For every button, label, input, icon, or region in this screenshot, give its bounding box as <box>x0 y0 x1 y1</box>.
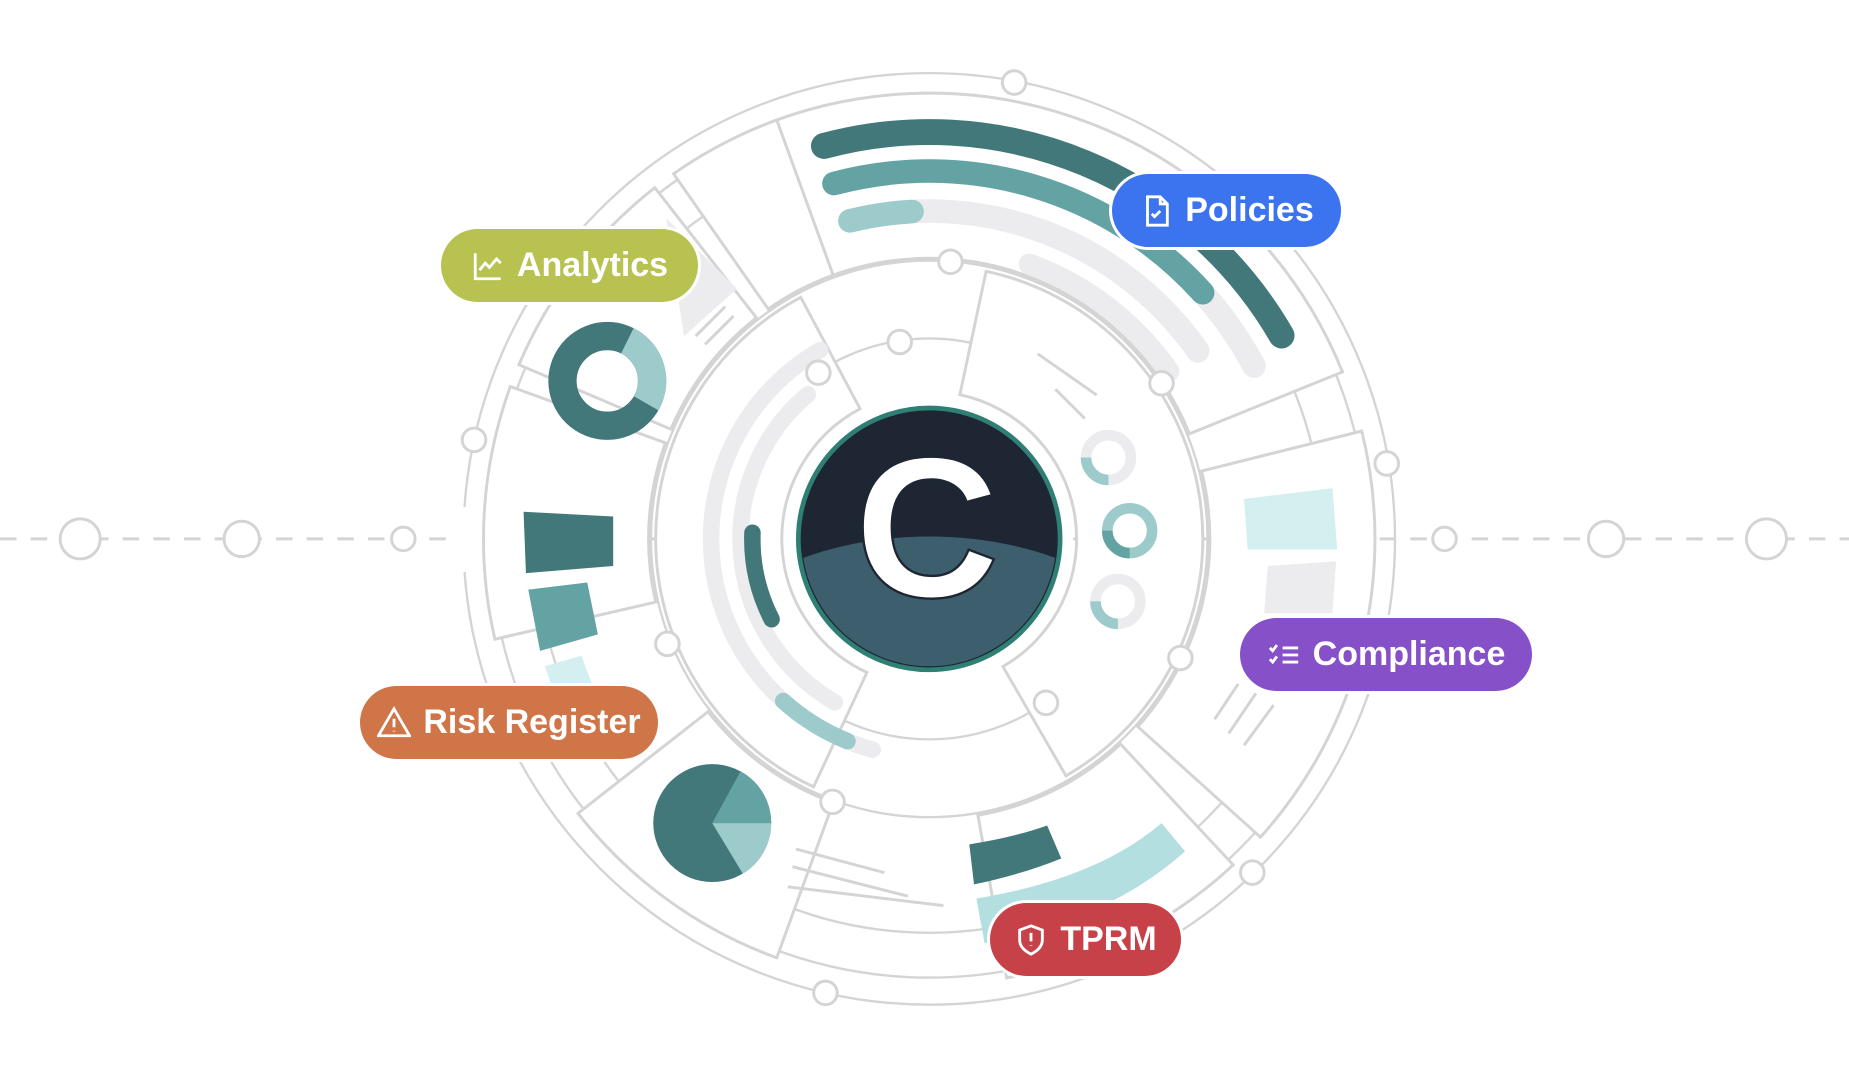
decorative-line <box>1036 352 1098 397</box>
ring <box>649 259 1209 819</box>
logo-letter: C <box>854 417 999 640</box>
mini-donut-segment <box>1090 600 1119 630</box>
decorative-line <box>1213 683 1240 721</box>
decorative-line <box>792 865 909 898</box>
compliance-bar <box>1264 561 1337 614</box>
policy-progress-arc <box>822 159 1215 305</box>
document-check-icon <box>1146 194 1169 227</box>
axis-gap <box>459 507 484 572</box>
connection-node <box>222 519 261 559</box>
connection-node <box>1032 689 1060 717</box>
analytics-donut-segment <box>620 328 667 411</box>
connection-node <box>1431 525 1458 553</box>
decorative-line <box>1054 388 1086 420</box>
module-panel <box>671 118 836 312</box>
decorative-line <box>1242 704 1275 747</box>
mini-donut-segment <box>1080 457 1109 486</box>
connection-node <box>460 426 488 454</box>
connection-node <box>886 328 914 356</box>
policy-progress-arc <box>838 199 924 233</box>
tprm-label[interactable]: TPRM <box>990 903 1181 976</box>
connection-node <box>390 525 417 553</box>
connection-node <box>1148 369 1175 397</box>
connection-node <box>1167 644 1194 672</box>
decorative-line <box>704 314 735 346</box>
connection-node <box>1586 519 1626 559</box>
center-logo: C <box>795 405 1063 673</box>
analytics-text: Analytics <box>516 246 669 284</box>
risk-register-label[interactable]: Risk Register <box>360 686 658 759</box>
inner-panel <box>654 295 869 789</box>
policy-progress-arc <box>1018 253 1180 382</box>
decorative-line <box>1227 692 1258 735</box>
compliance-text: Compliance <box>1312 635 1506 673</box>
connection-node <box>812 979 839 1007</box>
connection-node <box>1000 69 1028 96</box>
connection-node <box>1744 517 1788 561</box>
decorative-line <box>795 847 885 875</box>
inner-arc-track <box>732 386 844 711</box>
pie-slice <box>712 771 772 824</box>
shield-alert-icon <box>1018 923 1045 956</box>
risk-bar <box>528 582 598 651</box>
module-panel <box>482 384 668 641</box>
connection-node <box>654 630 681 658</box>
connection-node <box>937 248 964 276</box>
connection-node <box>819 788 846 816</box>
line-chart-icon <box>473 252 502 280</box>
analytics-label[interactable]: Analytics <box>441 229 698 302</box>
mini-donut-segment <box>1101 530 1131 559</box>
inner-panel <box>958 269 1205 778</box>
tprm-bar <box>969 825 1062 885</box>
risk-bar <box>544 655 592 687</box>
decorative-line <box>694 305 727 338</box>
pie-slice <box>712 823 772 874</box>
panel-graphics <box>523 119 1338 944</box>
connection-nodes <box>58 69 1788 1007</box>
risk-register-text: Risk Register <box>423 703 641 741</box>
compliance-bar <box>1244 488 1338 550</box>
compliance-label[interactable]: Compliance <box>1240 618 1532 691</box>
decorative-line <box>787 885 944 908</box>
policies-label[interactable]: Policies <box>1112 174 1341 247</box>
tprm-text: TPRM <box>1060 920 1157 958</box>
checklist-icon <box>1268 643 1298 664</box>
inner-arc-value <box>744 524 780 628</box>
warning-triangle-icon <box>377 705 412 737</box>
connection-node <box>1239 859 1266 886</box>
risk-bar <box>523 511 614 574</box>
connection-node <box>1373 450 1401 477</box>
policies-text: Policies <box>1185 191 1314 229</box>
policy-progress-arc <box>810 119 1295 349</box>
connection-node <box>58 517 102 561</box>
inner-arc-value <box>774 692 856 750</box>
connection-node <box>805 359 832 386</box>
